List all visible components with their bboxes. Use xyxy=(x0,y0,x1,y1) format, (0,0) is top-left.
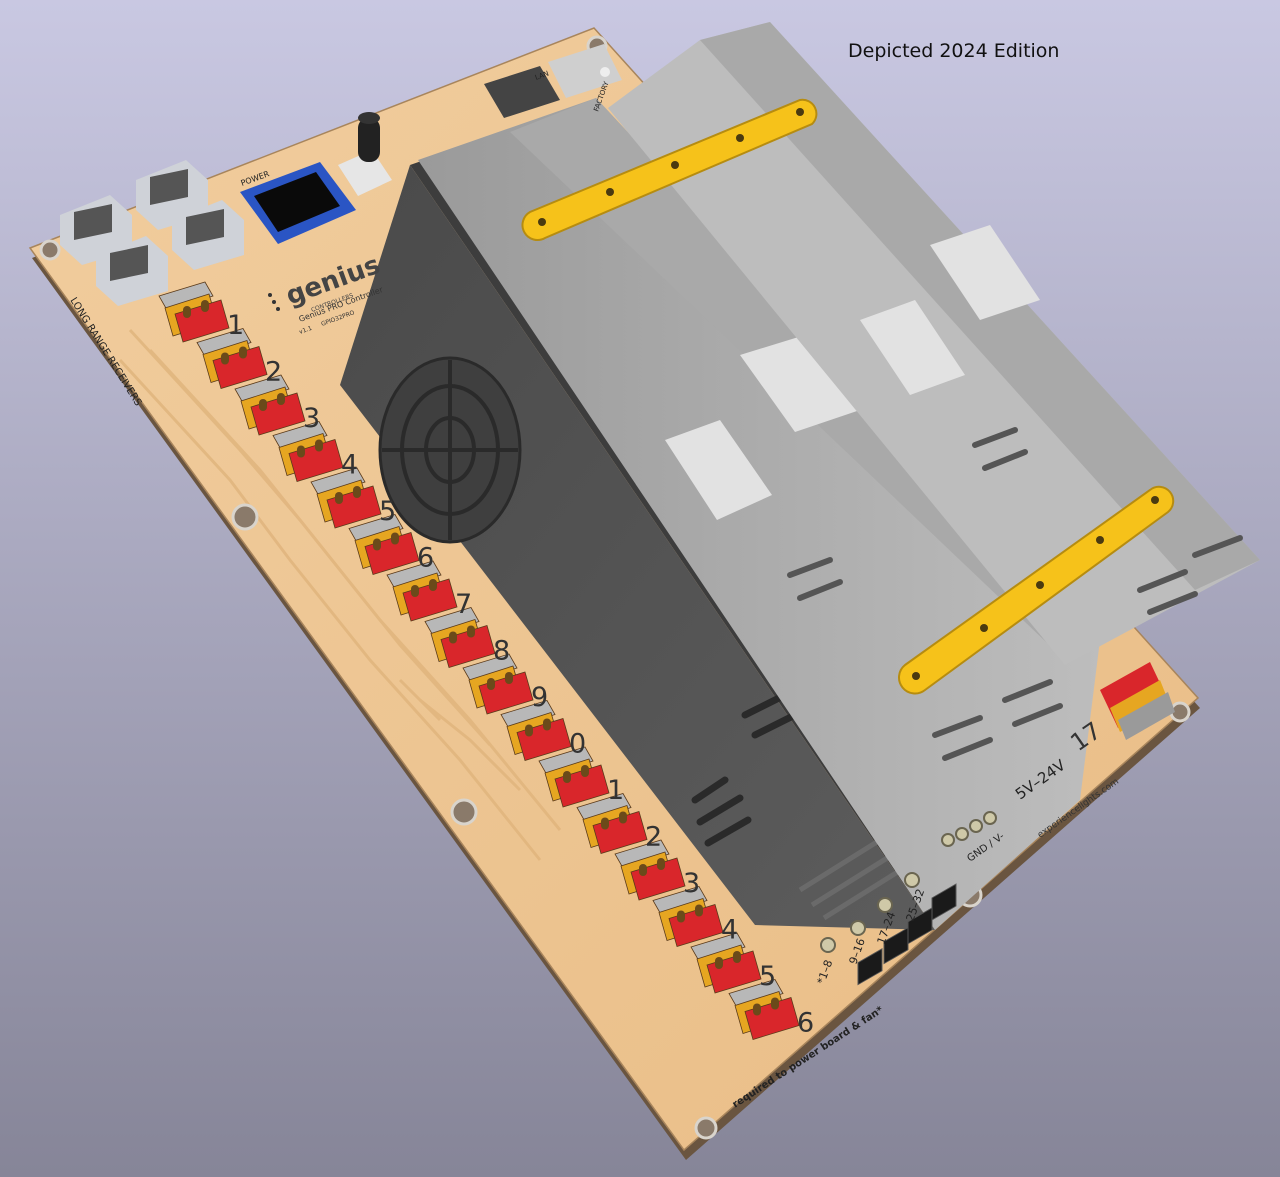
terminal-hole xyxy=(467,625,475,638)
port-number: 8 xyxy=(493,636,510,667)
terminal-block xyxy=(538,746,610,808)
terminal-hole xyxy=(505,672,513,684)
terminal-part xyxy=(348,514,404,543)
terminal-hole xyxy=(429,579,437,591)
terminal-block xyxy=(652,886,724,948)
terminal-hole xyxy=(335,492,343,504)
terminal-block xyxy=(348,514,420,576)
terminal-part xyxy=(652,886,708,915)
terminal-block xyxy=(234,374,306,436)
port-number: 3 xyxy=(683,868,700,899)
port-number: 1 xyxy=(227,310,244,341)
terminal-hole xyxy=(619,811,627,824)
terminal-hole xyxy=(657,858,665,870)
terminal-hole xyxy=(277,393,285,405)
terminal-hole xyxy=(677,910,685,923)
terminal-hole xyxy=(601,817,609,830)
terminal-hole xyxy=(201,300,209,312)
rj45-ports xyxy=(60,160,244,306)
port-number: 5 xyxy=(759,961,776,992)
terminal-block xyxy=(424,607,496,669)
terminal-hole xyxy=(581,765,589,777)
psu-bracket-right xyxy=(608,22,1260,665)
port-number: 2 xyxy=(645,822,662,853)
terminal-block xyxy=(500,700,572,762)
terminal-part xyxy=(538,746,594,776)
terminal-hole xyxy=(183,306,191,318)
terminal-blocks xyxy=(158,281,800,1041)
port-number: 5 xyxy=(379,496,396,527)
port-number: 0 xyxy=(569,729,586,760)
port-number: 6 xyxy=(417,543,434,574)
terminal-part xyxy=(196,328,252,357)
terminal-part xyxy=(614,839,670,869)
terminal-part xyxy=(424,607,480,636)
edition-caption: Depicted 2024 Edition xyxy=(848,40,1060,62)
terminal-hole xyxy=(221,352,229,365)
port-number: 3 xyxy=(303,403,320,434)
terminal-part xyxy=(500,700,556,729)
terminal-block xyxy=(614,839,686,901)
top-components xyxy=(484,44,622,118)
terminal-hole xyxy=(297,445,305,458)
terminal-hole xyxy=(639,864,647,876)
terminal-hole xyxy=(411,585,419,597)
terminal-part xyxy=(272,421,328,450)
terminal-hole xyxy=(733,951,741,963)
terminal-part xyxy=(728,979,784,1008)
terminal-hole xyxy=(543,718,551,731)
oled-display xyxy=(240,162,356,244)
terminal-block xyxy=(462,653,534,715)
terminal-hole xyxy=(315,439,323,452)
terminal-block xyxy=(576,793,648,855)
version-label: v1.1 xyxy=(298,325,313,336)
terminal-part xyxy=(158,281,214,311)
terminal-hole xyxy=(563,771,571,783)
terminal-hole xyxy=(373,538,381,551)
yellow-strap-top xyxy=(521,98,818,241)
terminal-17 xyxy=(1100,662,1175,740)
rotary-knob xyxy=(338,112,392,196)
port-number: 7 xyxy=(455,589,472,620)
fuse-sockets xyxy=(820,811,997,986)
terminal-part xyxy=(386,560,442,590)
terminal-hole xyxy=(771,997,779,1010)
terminal-part xyxy=(310,467,366,497)
terminal-block xyxy=(310,467,382,529)
port-number: 9 xyxy=(531,682,548,713)
terminal-block xyxy=(728,979,800,1041)
terminal-hole xyxy=(525,724,533,737)
terminal-hole xyxy=(239,346,247,359)
terminal-hole xyxy=(715,957,723,969)
terminal-block xyxy=(690,932,762,994)
terminal-hole xyxy=(487,678,495,690)
terminal-hole xyxy=(449,631,457,644)
terminal-part xyxy=(576,793,632,822)
terminal-part xyxy=(462,653,518,683)
terminal-block xyxy=(196,328,268,390)
terminal-hole xyxy=(259,399,267,411)
port-number: 2 xyxy=(265,357,282,388)
fan-grille xyxy=(378,356,522,544)
yellow-strap-bottom xyxy=(898,485,1175,695)
terminal-block xyxy=(272,421,344,483)
terminal-block xyxy=(386,560,458,622)
terminal-hole xyxy=(391,532,399,545)
terminal-part xyxy=(690,932,746,962)
terminal-hole xyxy=(353,486,361,498)
terminal-hole xyxy=(695,904,703,917)
terminal-block xyxy=(158,281,230,343)
port-number: 6 xyxy=(797,1008,814,1039)
port-number: 4 xyxy=(341,450,358,481)
terminal-hole xyxy=(753,1003,761,1016)
port-number: 1 xyxy=(607,775,624,806)
terminal-part xyxy=(234,374,290,404)
port-number: 4 xyxy=(721,915,738,946)
